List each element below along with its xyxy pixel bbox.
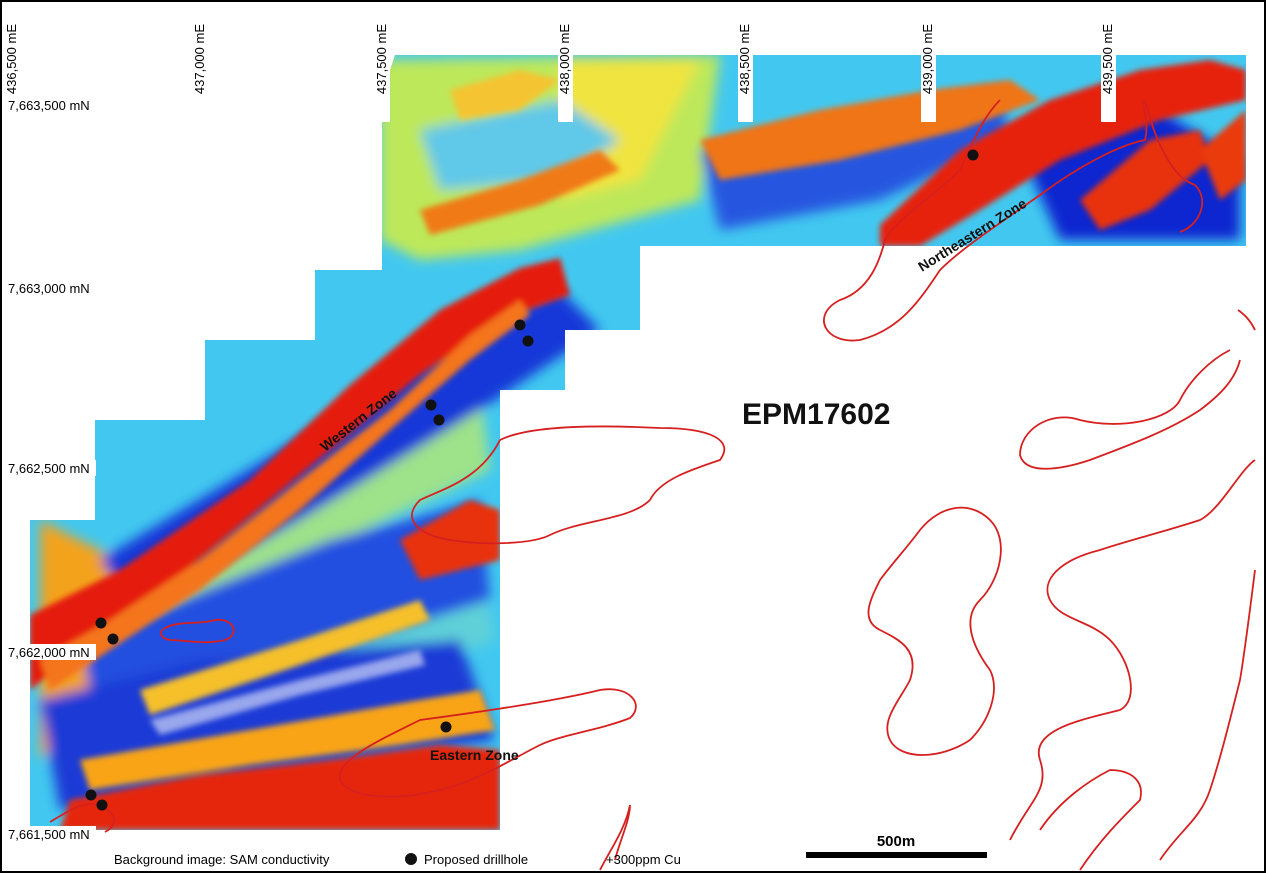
easting-label: 436,500 mE bbox=[4, 24, 19, 94]
map-title: EPM17602 bbox=[742, 398, 890, 431]
easting-label: 437,000 mE bbox=[192, 24, 207, 94]
legend-background: Background image: SAM conductivity bbox=[114, 852, 330, 867]
scale-bar-label: 500m bbox=[877, 833, 915, 850]
legend-cu: +300ppm Cu bbox=[606, 852, 681, 867]
easting-label: 438,500 mE bbox=[737, 24, 752, 94]
drillhole-marker[interactable] bbox=[440, 721, 452, 733]
legend-drillhole: Proposed drillhole bbox=[424, 852, 528, 867]
drillhole-marker[interactable] bbox=[514, 319, 526, 331]
easting-label: 439,000 mE bbox=[920, 24, 935, 94]
drillhole-marker[interactable] bbox=[95, 617, 107, 629]
northing-labels: 7,663,500 mN 7,663,000 mN 7,662,500 mN 7… bbox=[6, 97, 96, 842]
easting-label: 439,500 mE bbox=[1100, 24, 1115, 94]
northing-label: 7,662,500 mN bbox=[8, 461, 90, 476]
easting-label: 438,000 mE bbox=[557, 24, 572, 94]
drillhole-marker[interactable] bbox=[425, 399, 437, 411]
scale-bar: 500m bbox=[806, 833, 987, 858]
easting-labels: 436,500 mE 437,000 mE 437,500 mE 438,000… bbox=[4, 22, 1116, 122]
northing-label: 7,663,000 mN bbox=[8, 281, 90, 296]
drillholes bbox=[85, 149, 979, 811]
drillhole-marker[interactable] bbox=[522, 335, 534, 347]
northing-label: 7,663,500 mN bbox=[8, 98, 90, 113]
drillhole-marker[interactable] bbox=[967, 149, 979, 161]
easting-label: 437,500 mE bbox=[374, 24, 389, 94]
northing-label: 7,661,500 mN bbox=[8, 827, 90, 842]
legend: Background image: SAM conductivity Propo… bbox=[114, 852, 681, 867]
drillhole-marker[interactable] bbox=[107, 633, 119, 645]
drillhole-marker[interactable] bbox=[85, 789, 97, 801]
zone-label-eastern: Eastern Zone bbox=[430, 747, 519, 763]
northing-label: 7,662,000 mN bbox=[8, 645, 90, 660]
legend-drillhole-icon bbox=[405, 853, 417, 865]
drillhole-marker[interactable] bbox=[433, 414, 445, 426]
drillhole-marker[interactable] bbox=[96, 799, 108, 811]
